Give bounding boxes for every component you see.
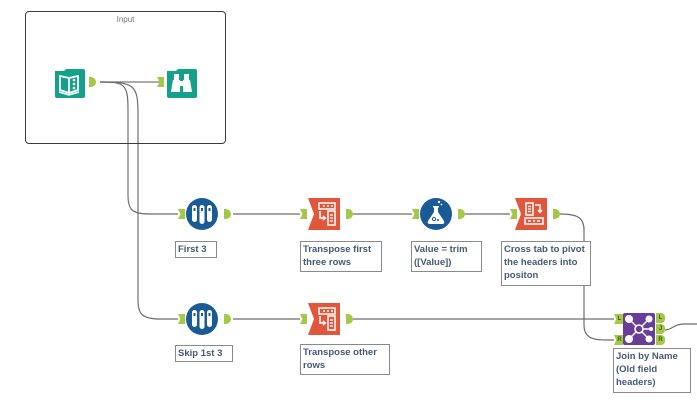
join-right-input-anchor[interactable]: R — [614, 335, 623, 345]
skip3-input-anchor[interactable] — [178, 314, 185, 324]
first3-input-anchor[interactable] — [178, 209, 185, 219]
transpose-icon — [308, 303, 340, 335]
skip3-output-anchor[interactable] — [224, 314, 231, 324]
transpose-other-input-anchor[interactable] — [300, 314, 307, 324]
annotation-skip3: Skip 1st 3 — [175, 345, 233, 362]
join-join-output-anchor[interactable]: J — [656, 324, 665, 334]
crosstab-output-anchor[interactable] — [553, 209, 560, 219]
browse-input-anchor[interactable] — [157, 77, 164, 87]
crosstab-input-anchor[interactable] — [510, 209, 517, 219]
transpose-first-output-anchor[interactable] — [346, 209, 353, 219]
book-icon — [55, 69, 85, 98]
annotation-transpose-other: Transpose other rows — [300, 344, 390, 375]
input-data-output-anchor[interactable] — [89, 77, 96, 87]
wire-input-to-first3 — [99, 81, 178, 215]
transpose-tool-first[interactable] — [308, 198, 340, 230]
formula-tool[interactable] — [420, 198, 452, 230]
join-tool[interactable] — [623, 313, 655, 345]
input-data-tool[interactable] — [53, 67, 85, 99]
binoculars-icon — [167, 69, 197, 98]
join-right-output-anchor[interactable]: R — [656, 335, 665, 345]
browse-tool[interactable] — [165, 67, 197, 99]
test-tubes-icon — [186, 198, 218, 230]
container-title: Input — [116, 15, 135, 24]
annotation-transpose-first: Transpose first three rows — [300, 241, 382, 272]
tool-container-input[interactable]: Input — [25, 11, 226, 144]
annotation-first3: First 3 — [175, 241, 217, 258]
wire-input-to-skip3 — [99, 81, 178, 320]
cross-tab-tool[interactable] — [515, 198, 547, 230]
test-tubes-icon — [186, 303, 218, 335]
wire-crosstab-to-join-right — [559, 213, 614, 341]
transpose-icon — [308, 198, 340, 230]
join-network-icon — [623, 313, 655, 345]
annotation-crosstab: Cross tab to pivot the headers into posi… — [501, 241, 591, 286]
transpose-other-output-anchor[interactable] — [346, 314, 353, 324]
join-left-output-anchor[interactable]: L — [656, 313, 665, 323]
first3-output-anchor[interactable] — [224, 209, 231, 219]
cross-tab-icon — [515, 198, 547, 230]
formula-input-anchor[interactable] — [412, 209, 419, 219]
annotation-formula: Value = trim ([Value]) — [411, 241, 482, 272]
join-left-input-anchor[interactable]: L — [614, 314, 623, 324]
sample-tool-skip3[interactable] — [186, 303, 218, 335]
transpose-first-input-anchor[interactable] — [300, 209, 307, 219]
sample-tool-first3[interactable] — [186, 198, 218, 230]
transpose-tool-other[interactable] — [308, 303, 340, 335]
annotation-join: Join by Name (Old field headers) — [613, 348, 691, 393]
flask-icon — [420, 198, 452, 230]
formula-output-anchor[interactable] — [458, 209, 465, 219]
wire-join-output — [664, 323, 697, 331]
